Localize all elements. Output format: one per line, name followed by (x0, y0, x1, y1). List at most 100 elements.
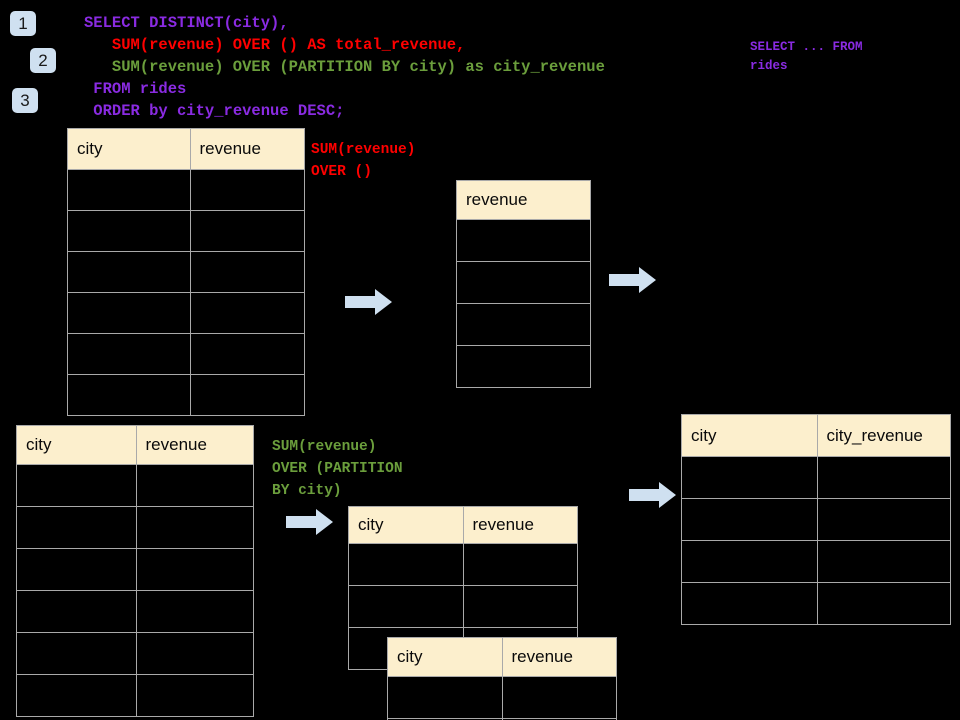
table-row (387, 676, 617, 719)
table-cell (135, 548, 254, 591)
table-cell (189, 333, 306, 375)
table-cell (456, 261, 591, 304)
table-cell (16, 548, 137, 591)
column-header-revenue: revenue (189, 128, 306, 170)
table-cell (16, 590, 137, 633)
table-row (348, 585, 578, 628)
table-cell (16, 464, 137, 507)
table-cell (189, 374, 306, 416)
table-cell (681, 498, 818, 541)
table-cell (189, 169, 306, 211)
table-cell (816, 498, 951, 541)
table-cell (456, 345, 591, 388)
sql-query-block: SELECT DISTINCT(city), SUM(revenue) OVER … (84, 12, 605, 122)
table-row (16, 548, 254, 591)
table-row (67, 333, 306, 375)
sql-line-3: SUM(revenue) OVER (PARTITION BY city) as… (111, 58, 605, 76)
table-row (16, 674, 254, 717)
table-cell (135, 674, 254, 717)
table-cell (67, 333, 191, 375)
table-cell (501, 676, 617, 719)
table-header-row: revenue (456, 180, 591, 220)
column-header-city_revenue: city_revenue (816, 414, 951, 457)
table-row (387, 718, 617, 720)
table-cell (348, 543, 464, 586)
table-cell (462, 543, 578, 586)
step-badge-1: 1 (10, 11, 36, 36)
table-cell (456, 219, 591, 262)
table-cell (456, 303, 591, 346)
table-row (456, 345, 591, 388)
table-row (348, 543, 578, 586)
table-row (456, 219, 591, 262)
table-cell (67, 251, 191, 293)
column-header-revenue: revenue (462, 506, 578, 544)
arrow-bottom-right-icon (629, 481, 677, 509)
table-cell (348, 585, 464, 628)
table-cell (387, 676, 503, 719)
table-cell (135, 632, 254, 675)
column-header-city: city (16, 425, 137, 465)
arrow-bottom-left-icon (286, 508, 334, 536)
table-row (681, 456, 951, 499)
table-cell (16, 674, 137, 717)
table-row (16, 464, 254, 507)
table-cell (16, 506, 137, 549)
table-row (681, 540, 951, 583)
table-cell (816, 540, 951, 583)
table-cell (681, 582, 818, 625)
table-cell (462, 585, 578, 628)
sql-line-1: SELECT DISTINCT(city), (84, 14, 289, 32)
column-header-revenue: revenue (135, 425, 254, 465)
table-cell (135, 590, 254, 633)
table-row (67, 169, 306, 211)
table-cell (16, 632, 137, 675)
select-from-rides-note: SELECT ... FROM rides (750, 40, 863, 73)
table-row (67, 251, 306, 293)
column-header-city: city (681, 414, 818, 457)
table-row (456, 303, 591, 346)
column-header-city: city (387, 637, 503, 677)
table-cell (135, 506, 254, 549)
table-cell (189, 251, 306, 293)
table-row (16, 506, 254, 549)
sql-line-4: FROM rides (93, 80, 187, 98)
column-header-revenue: revenue (501, 637, 617, 677)
table-cell (816, 456, 951, 499)
sum-over-partition-annotation: SUM(revenue) OVER (PARTITION BY city) (272, 439, 403, 499)
table-cell (816, 582, 951, 625)
column-header-city: city (348, 506, 464, 544)
table-row (681, 582, 951, 625)
step-badge-2: 2 (30, 48, 56, 73)
arrow-top-left-icon (345, 288, 393, 316)
table-row (67, 292, 306, 334)
table-row (67, 374, 306, 416)
table-cell (501, 718, 617, 720)
table-cell (135, 464, 254, 507)
table-row (67, 210, 306, 252)
table-cell (67, 169, 191, 211)
column-header-revenue: revenue (456, 180, 591, 220)
table-cell (189, 210, 306, 252)
sql-line-2: SUM(revenue) OVER () AS total_revenue, (111, 36, 466, 54)
table-row (681, 498, 951, 541)
table-row (16, 590, 254, 633)
step-badge-3: 3 (12, 88, 38, 113)
table-row (16, 632, 254, 675)
table-cell (67, 210, 191, 252)
sum-over-empty-annotation: SUM(revenue) OVER () (311, 142, 416, 180)
table-cell (681, 456, 818, 499)
column-header-city: city (67, 128, 191, 170)
total-revenue-table: revenue (456, 180, 591, 388)
sql-line-5: ORDER by city_revenue DESC; (93, 102, 345, 120)
table-row (456, 261, 591, 304)
